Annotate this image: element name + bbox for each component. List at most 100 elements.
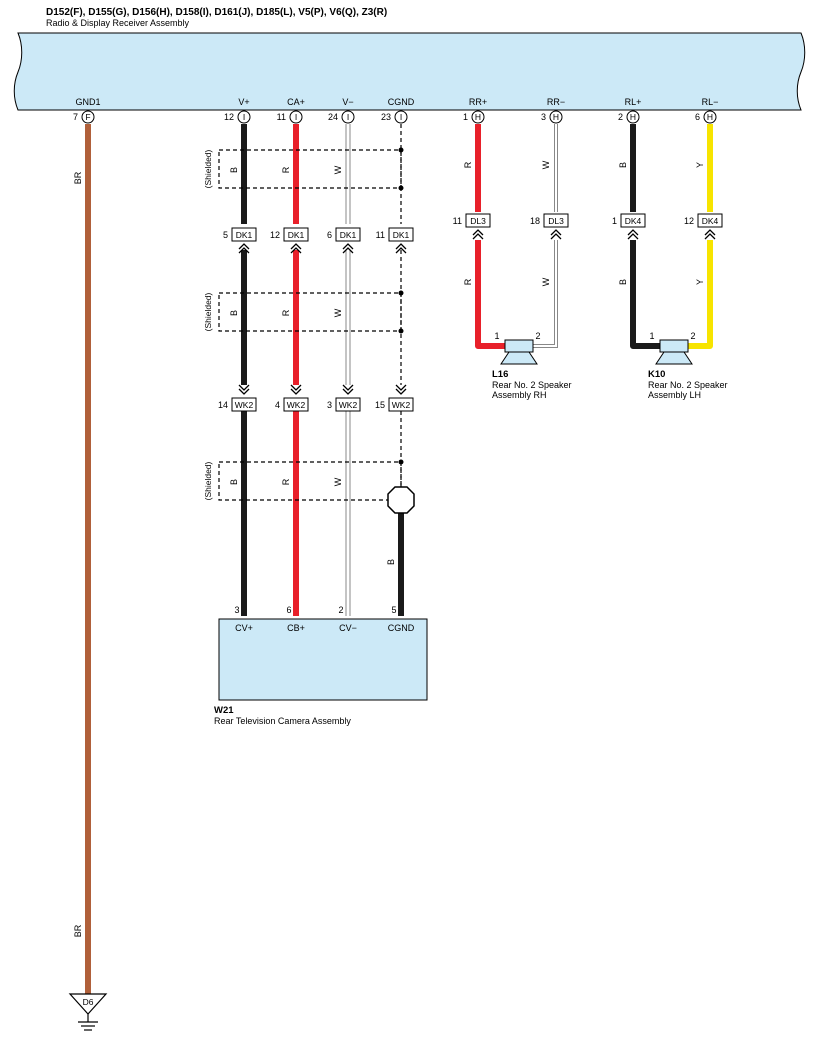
- svg-text:H: H: [630, 112, 636, 122]
- shield-drain-octagon: [387, 486, 415, 514]
- wire-rr-minus: [533, 124, 558, 348]
- svg-text:4: 4: [275, 400, 280, 410]
- receiver-terminal-v-minus: I 24: [328, 110, 355, 124]
- receiver-terminal-v-plus: I 12: [224, 110, 251, 124]
- svg-text:5: 5: [223, 230, 228, 240]
- wire-color-rl-minus-1: Y: [695, 162, 705, 168]
- junction-wk2-v-plus: WK2 14: [218, 384, 257, 412]
- pin-name-rl-plus: RL+: [625, 97, 642, 107]
- wire-color-ca-plus-3: R: [281, 478, 291, 485]
- svg-text:2: 2: [618, 112, 623, 122]
- junction-dk1-ca-plus: DK1 12: [270, 227, 309, 254]
- ground-code: D6: [83, 997, 94, 1007]
- svg-text:F: F: [85, 112, 90, 122]
- shield-label: (Shielded): [203, 149, 213, 188]
- speaker-rh-code: L16: [492, 369, 508, 380]
- svg-text:6: 6: [695, 112, 700, 122]
- svg-text:DL3: DL3: [548, 216, 564, 226]
- wire-color-gnd1-bottom: BR: [73, 924, 83, 937]
- speaker-rh-pin2: 2: [535, 331, 540, 341]
- pin-name-ca-plus: CA+: [287, 97, 305, 107]
- svg-text:7: 7: [73, 112, 78, 122]
- speaker-lh-name-2: Assembly LH: [648, 390, 701, 400]
- junction-dk4-rl-minus: DK4 12: [684, 213, 723, 240]
- receiver-terminal-gnd1: F 7: [73, 110, 95, 124]
- speaker-lh-pin2: 2: [690, 331, 695, 341]
- pin-name-gnd1: GND1: [75, 97, 100, 107]
- wire-color-rl-plus-2: B: [618, 279, 628, 285]
- svg-text:3: 3: [541, 112, 546, 122]
- ground-symbol: D6: [68, 993, 108, 1031]
- speaker-rh-name-2: Assembly RH: [492, 390, 547, 400]
- receiver-assembly-box: [13, 32, 806, 111]
- wire-color-cgnd: B: [386, 559, 396, 565]
- svg-text:23: 23: [381, 112, 391, 122]
- pin-name-rr-plus: RR+: [469, 97, 487, 107]
- svg-text:DK1: DK1: [393, 230, 410, 240]
- svg-text:14: 14: [218, 400, 228, 410]
- shield-box-2: (Shielded): [203, 290, 404, 334]
- svg-text:1: 1: [612, 216, 617, 226]
- svg-text:DK1: DK1: [340, 230, 357, 240]
- svg-text:12: 12: [684, 216, 694, 226]
- wire-color-v-minus-3: W: [333, 477, 343, 486]
- svg-text:3: 3: [327, 400, 332, 410]
- junction-dl3-rr-plus: DL3 11: [453, 213, 491, 240]
- wire-color-rr-minus-1: W: [541, 160, 551, 169]
- wire-color-ca-plus-2: R: [281, 309, 291, 316]
- junction-dl3-rr-minus: DL3 18: [530, 213, 569, 240]
- pin-name-rl-minus: RL−: [702, 97, 719, 107]
- shield-box-1: (Shielded): [203, 147, 404, 191]
- svg-text:DK1: DK1: [236, 230, 253, 240]
- svg-text:WK2: WK2: [235, 400, 254, 410]
- junction-dk1-v-plus: DK1 5: [223, 227, 257, 254]
- wire-color-rl-plus-1: B: [618, 162, 628, 168]
- wire-color-ca-plus-1: R: [281, 166, 291, 173]
- svg-text:1: 1: [463, 112, 468, 122]
- svg-text:I: I: [243, 112, 245, 122]
- svg-text:18: 18: [530, 216, 540, 226]
- svg-text:11: 11: [277, 112, 286, 122]
- svg-text:H: H: [475, 112, 481, 122]
- svg-text:15: 15: [375, 400, 385, 410]
- receiver-terminal-ca-plus: I 11: [277, 110, 303, 124]
- camera-name: Rear Television Camera Assembly: [214, 716, 351, 726]
- wire-color-v-minus-1: W: [333, 165, 343, 174]
- camera-pin-cgnd: CGND: [388, 623, 415, 633]
- receiver-terminal-rr-plus: H 1: [463, 110, 485, 124]
- junction-wk2-cgnd: WK2 15: [375, 384, 414, 412]
- pin-name-v-minus: V−: [342, 97, 353, 107]
- svg-text:I: I: [347, 112, 349, 122]
- svg-text:I: I: [400, 112, 402, 122]
- wire-color-v-plus-1: B: [229, 167, 239, 173]
- svg-text:DK4: DK4: [702, 216, 719, 226]
- junction-dk1-v-minus: DK1 6: [327, 227, 361, 254]
- pin-name-rr-minus: RR−: [547, 97, 565, 107]
- camera-pin-cv-plus: CV+: [235, 623, 253, 633]
- svg-text:WK2: WK2: [287, 400, 306, 410]
- svg-text:12: 12: [224, 112, 234, 122]
- wire-rr-plus: [475, 124, 505, 349]
- receiver-connector-codes: D152(F), D155(G), D156(H), D158(I), D161…: [46, 7, 387, 18]
- camera-pin-num-cb-plus: 6: [286, 605, 291, 615]
- pin-name-cgnd: CGND: [388, 97, 415, 107]
- receiver-terminal-cgnd: I 23: [381, 110, 408, 124]
- camera-pin-cv-minus: CV−: [339, 623, 357, 633]
- svg-text:H: H: [553, 112, 559, 122]
- svg-text:11: 11: [453, 216, 462, 226]
- junction-wk2-ca-plus: WK2 4: [275, 384, 309, 412]
- wire-color-rl-minus-2: Y: [695, 279, 705, 285]
- wire-color-v-minus-2: W: [333, 308, 343, 317]
- svg-text:WK2: WK2: [339, 400, 358, 410]
- camera-pin-num-cv-plus: 3: [234, 605, 239, 615]
- wire-color-v-plus-3: B: [229, 479, 239, 485]
- junction-wk2-v-minus: WK2 3: [327, 384, 361, 412]
- svg-text:H: H: [707, 112, 713, 122]
- svg-text:24: 24: [328, 112, 338, 122]
- wire-color-v-plus-2: B: [229, 310, 239, 316]
- speaker-lh: 1 2 K10 Rear No. 2 Speaker Assembly LH: [648, 331, 728, 400]
- camera-pin-cb-plus: CB+: [287, 623, 305, 633]
- svg-text:DK1: DK1: [288, 230, 305, 240]
- speaker-lh-name-1: Rear No. 2 Speaker: [648, 380, 728, 390]
